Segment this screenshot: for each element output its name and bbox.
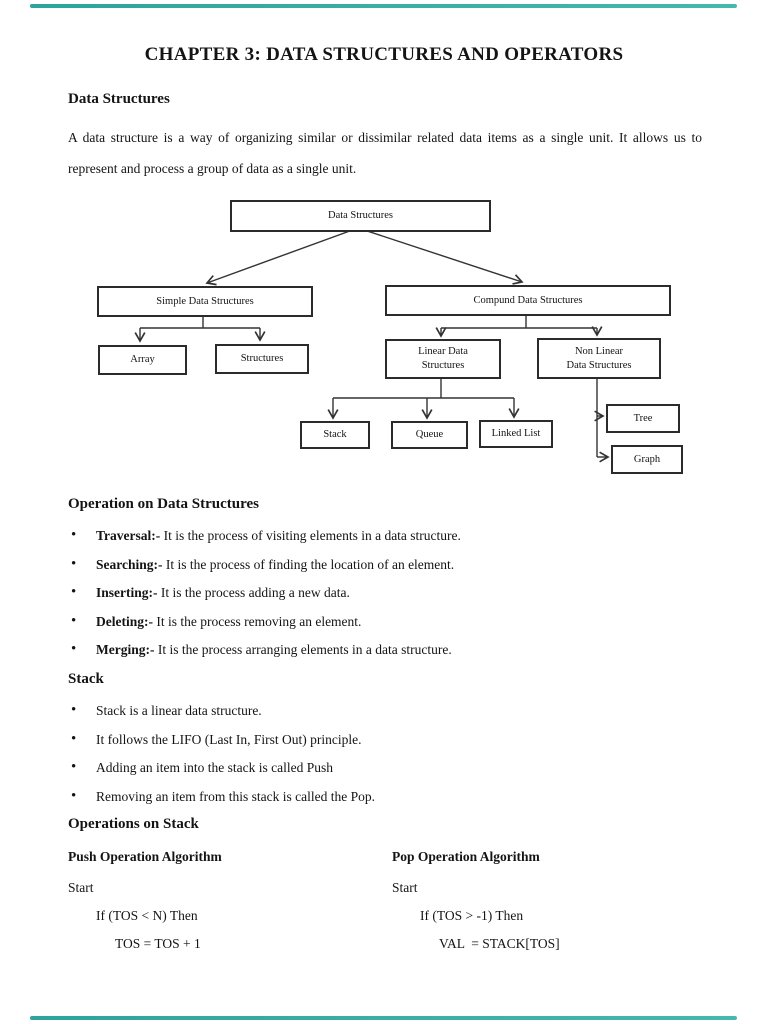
diagram-node-linear-data-structures: Linear Data Structures xyxy=(385,339,501,379)
heading-data-structures: Data Structures xyxy=(68,91,170,107)
push-algorithm-column: Push Operation Algorithm Start If (TOS <… xyxy=(68,849,378,959)
diagram-node-tree: Tree xyxy=(606,404,680,433)
operation-term: Searching:- xyxy=(96,556,163,572)
operations-list: Traversal:- It is the process of visitin… xyxy=(68,528,688,672)
stack-list: Stack is a linear data structure. It fol… xyxy=(68,703,688,818)
page-edge-top-bar xyxy=(30,4,737,8)
operation-text: It is the process adding a new data. xyxy=(157,585,350,600)
list-item: Stack is a linear data structure. xyxy=(68,703,688,718)
pop-algorithm-heading: Pop Operation Algorithm xyxy=(392,849,540,864)
diagram-node-graph: Graph xyxy=(611,445,683,474)
list-item: Inserting:- It is the process adding a n… xyxy=(68,585,688,600)
operation-term: Traversal:- xyxy=(96,528,161,543)
operation-text: It is the process arranging elements in … xyxy=(154,642,452,657)
diagram-node-array: Array xyxy=(98,345,187,375)
diagram-node-structures: Structures xyxy=(215,344,309,374)
heading-operations-on-stack: Operations on Stack xyxy=(68,816,199,832)
list-item: Searching:- It is the process of finding… xyxy=(68,556,688,572)
operation-term: Merging:- xyxy=(96,642,155,657)
heading-operation-on-data-structures: Operation on Data Structures xyxy=(68,496,259,512)
list-item: It follows the LIFO (Last In, First Out)… xyxy=(68,732,688,747)
list-item: Adding an item into the stack is called … xyxy=(68,760,688,775)
diagram-node-simple-data-structures: Simple Data Structures xyxy=(97,286,313,317)
diagram-node-stack: Stack xyxy=(300,421,370,449)
operation-text: It is the process of visiting elements i… xyxy=(160,528,461,543)
pop-line-start: Start xyxy=(392,880,418,895)
diagram-node-data-structures: Data Structures xyxy=(230,200,491,232)
list-item: Deleting:- It is the process removing an… xyxy=(68,613,688,629)
push-line-statement: TOS = TOS + 1 xyxy=(115,936,201,951)
pop-algorithm-column: Pop Operation Algorithm Start If (TOS > … xyxy=(392,849,702,959)
data-structures-diagram: Data Structures Simple Data Structures C… xyxy=(0,195,768,485)
page-edge-bottom-bar xyxy=(30,1016,737,1020)
push-line-start: Start xyxy=(68,880,94,895)
operation-term: Inserting:- xyxy=(96,585,158,600)
heading-stack: Stack xyxy=(68,671,104,687)
page-title: CHAPTER 3: DATA STRUCTURES AND OPERATORS xyxy=(144,44,624,65)
list-item: Merging:- It is the process arranging el… xyxy=(68,642,688,657)
diagram-node-linked-list: Linked List xyxy=(479,420,553,448)
diagram-node-compund-data-structures: Compund Data Structures xyxy=(385,285,671,316)
pop-line-statement: VAL = STACK[TOS] xyxy=(439,936,560,951)
operation-text: It is the process of finding the locatio… xyxy=(162,556,455,572)
list-item: Traversal:- It is the process of visitin… xyxy=(68,528,688,543)
push-algorithm-heading: Push Operation Algorithm xyxy=(68,849,222,864)
operation-text: It is the process removing an element. xyxy=(152,613,362,629)
list-item: Removing an item from this stack is call… xyxy=(68,789,688,804)
diagram-node-non-linear-data-structures: Non Linear Data Structures xyxy=(537,338,661,379)
push-line-condition: If (TOS < N) Then xyxy=(96,908,198,923)
operation-term: Deleting:- xyxy=(96,613,153,629)
diagram-node-queue: Queue xyxy=(391,421,468,449)
intro-paragraph: A data structure is a way of organizing … xyxy=(68,130,702,176)
pop-line-condition: If (TOS > -1) Then xyxy=(420,908,524,923)
